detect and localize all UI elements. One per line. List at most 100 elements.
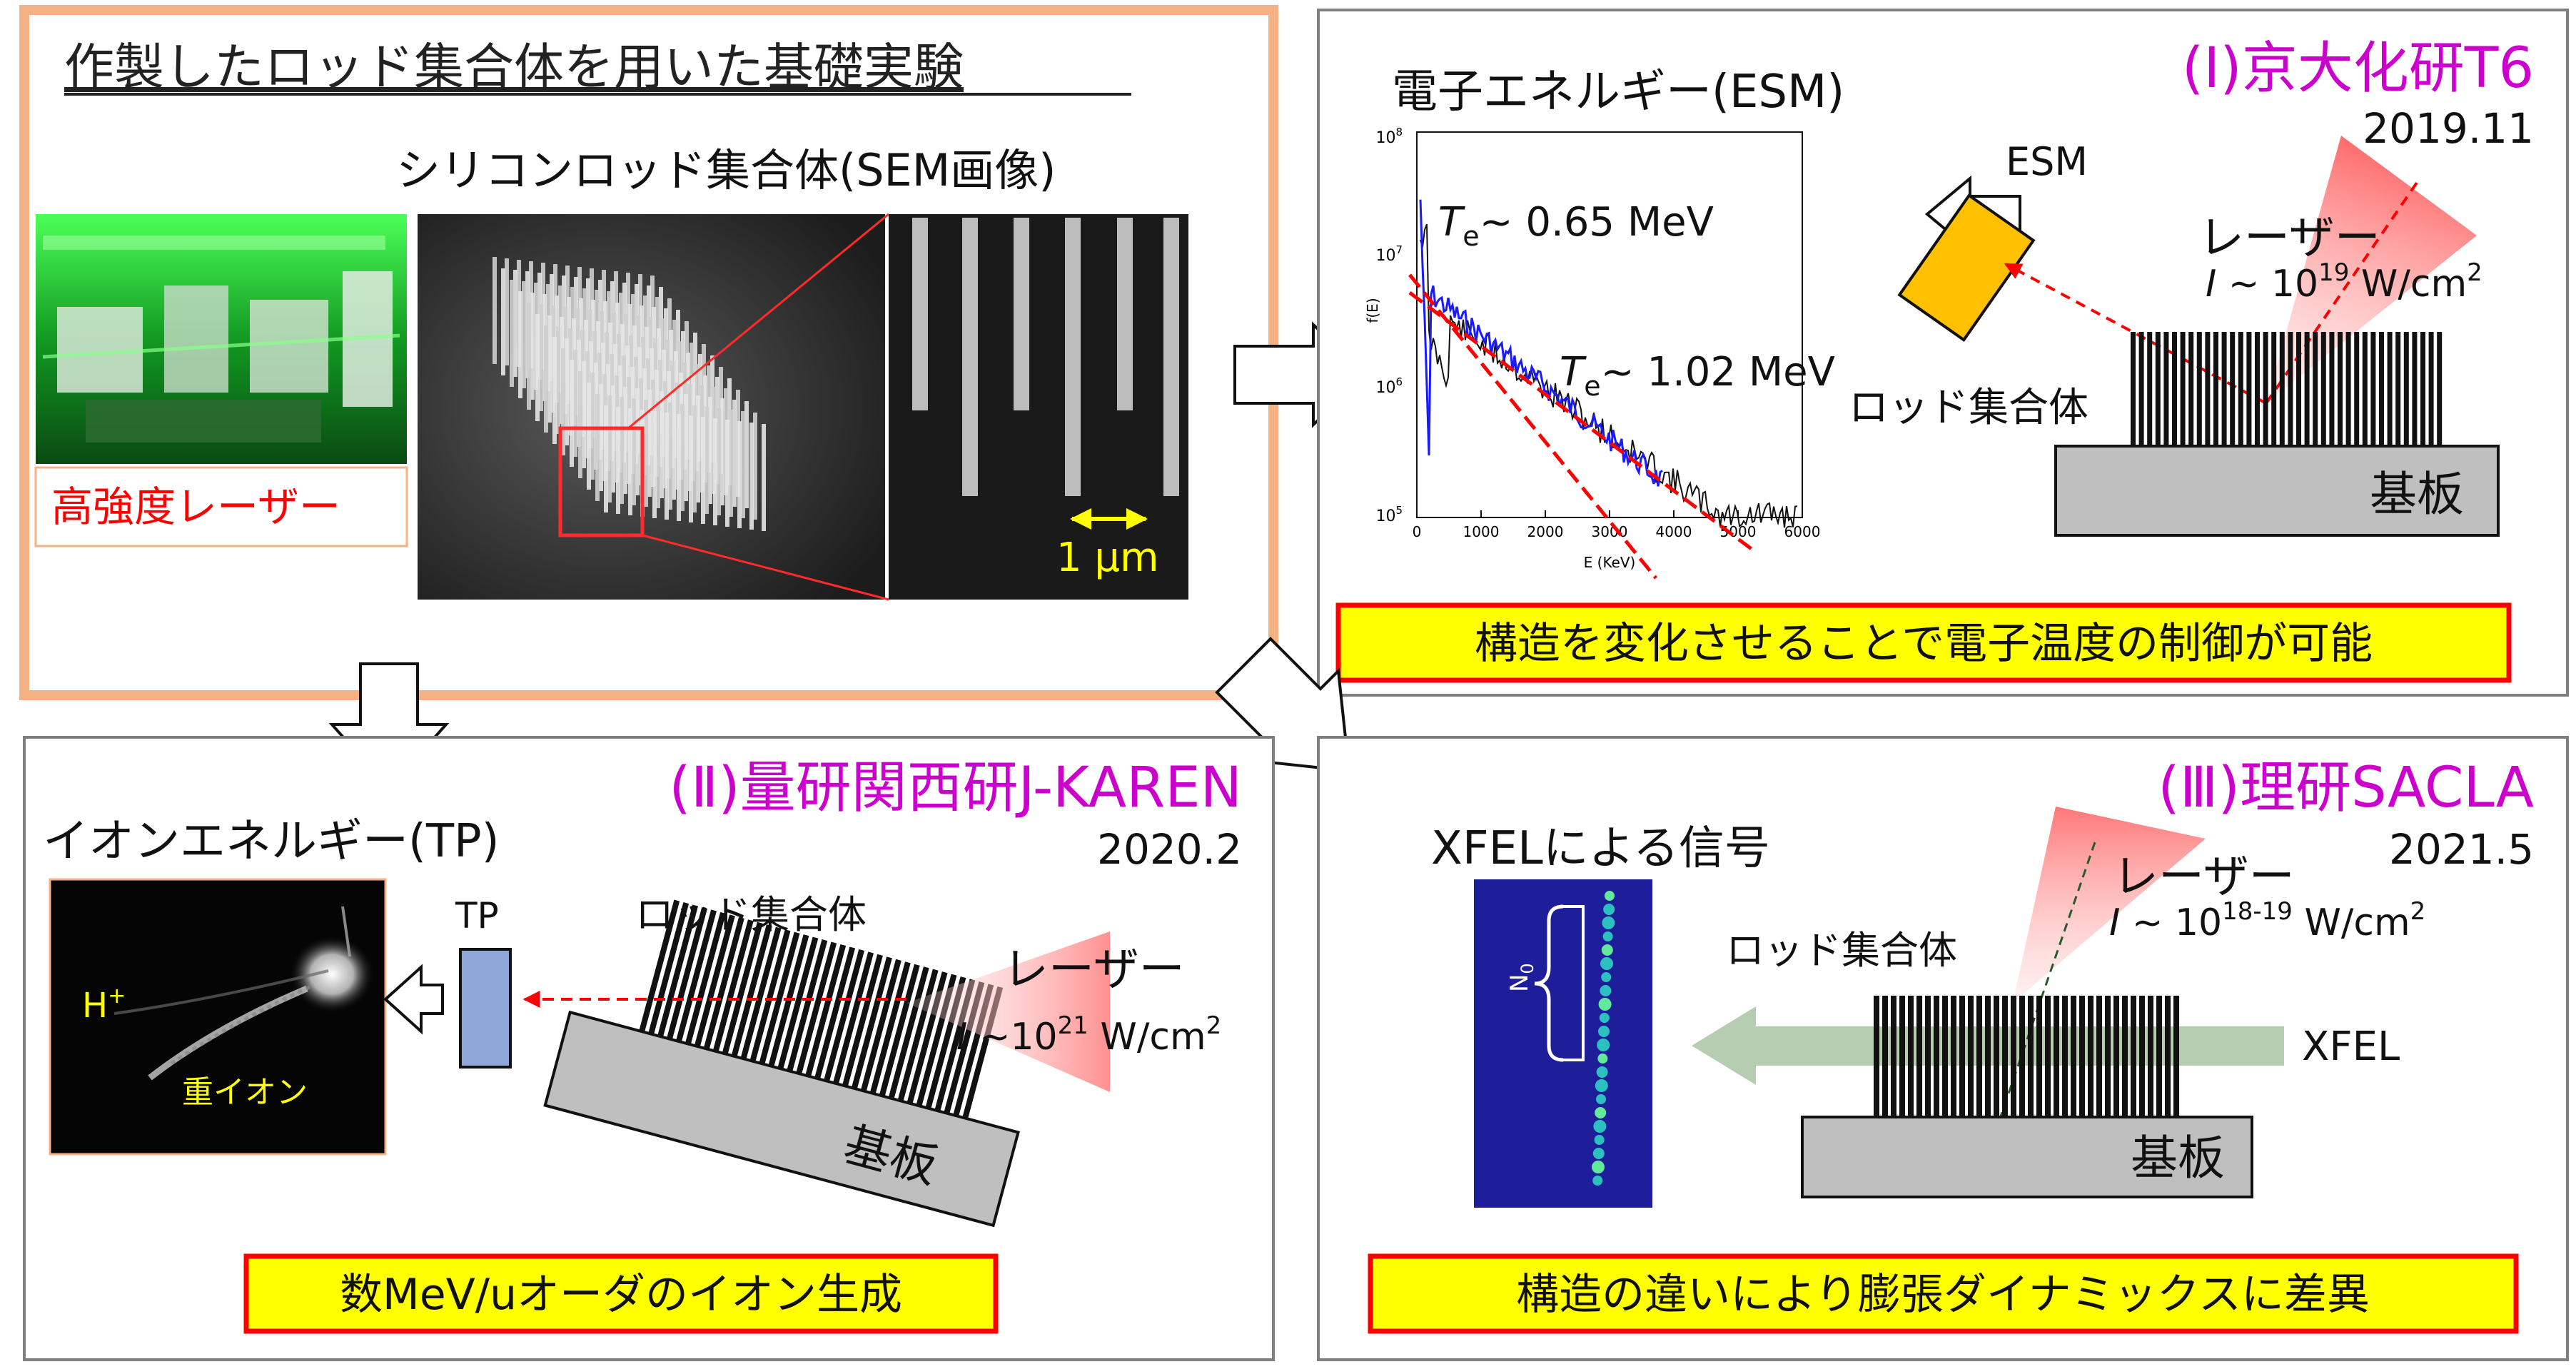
panel-top-right-date: 2019.11 <box>2363 104 2534 153</box>
rod <box>860 959 901 1092</box>
rod <box>2165 996 2171 1117</box>
rod <box>2173 996 2179 1117</box>
rod-label-1: ロッド集合体 <box>1849 385 2088 431</box>
esm-graph-title: 電子エネルギー(ESM) <box>1392 66 1844 118</box>
panel-top-right: (Ⅰ)京大化研T6 2019.11 電子エネルギー(ESM) 108 107 1… <box>1317 9 2569 697</box>
esm-curve-blue <box>1419 199 1663 487</box>
laser-label-1: レーザー <box>2198 212 2380 265</box>
te2-label: Te~ 1.02 MeV <box>1560 349 1835 402</box>
rod <box>787 939 828 1072</box>
sem-rod <box>749 423 754 530</box>
x-tick-label: 3000 <box>1592 523 1628 540</box>
rod <box>2088 996 2093 1117</box>
sem-rod <box>552 337 557 444</box>
xfel-spot <box>1592 1148 1605 1159</box>
sem-rod <box>518 291 522 398</box>
xfel-spot <box>1601 972 1612 982</box>
xfel-spot <box>1592 1176 1603 1186</box>
rod <box>2395 332 2401 446</box>
rod <box>2188 332 2194 446</box>
sem-rod <box>604 405 608 512</box>
sem-rod <box>632 398 636 505</box>
sem-rod <box>530 293 535 400</box>
rod <box>1899 996 1905 1117</box>
intensity-2: I ~1021 W/cm2 <box>956 1011 1221 1059</box>
rod <box>2362 332 2368 446</box>
arrow-left-tp <box>383 964 444 1035</box>
x-tick-label: 1000 <box>1463 523 1500 540</box>
rod <box>2196 332 2202 446</box>
rod <box>2271 332 2277 446</box>
rod <box>2071 996 2076 1117</box>
laser-label-3: レーザー <box>2113 851 2295 904</box>
rod <box>2279 332 2285 446</box>
sem-rod <box>539 304 543 411</box>
sem-rod <box>493 257 497 364</box>
esm-plot-frame <box>1416 131 1803 518</box>
rod-array-1 <box>2131 332 2443 446</box>
zoom-rod <box>912 218 928 410</box>
laser-beam-1 <box>2266 136 2477 403</box>
sem-rod <box>684 394 688 501</box>
rod <box>2172 332 2177 446</box>
xfel-spot <box>1597 1039 1610 1051</box>
laser-beam-2 <box>906 931 1110 1092</box>
rod <box>1908 996 1914 1117</box>
sem-rod <box>672 393 676 500</box>
rod <box>842 954 883 1087</box>
xfel-spot <box>1598 998 1612 1011</box>
zoom-rod <box>1014 218 1029 410</box>
rod <box>2387 332 2393 446</box>
heavy-ion-label: 重イオン <box>182 1074 308 1111</box>
sem-rod <box>522 281 526 388</box>
highlight-text-3: 構造の違いにより膨張ダイナミックスに差異 <box>1516 1270 2370 1320</box>
x-tick-label: 2000 <box>1527 523 1564 540</box>
rod <box>1925 996 1931 1117</box>
n0-label: N0 <box>1505 963 1537 992</box>
sem-rod <box>505 258 509 365</box>
sem-rod <box>565 338 569 445</box>
rod <box>805 944 847 1077</box>
rod <box>759 931 800 1065</box>
tp-detector <box>459 948 512 1069</box>
rod <box>2313 332 2318 446</box>
sem-rod <box>696 395 700 502</box>
rod <box>2345 332 2351 446</box>
xfel-spot <box>1601 944 1613 956</box>
sem-rod <box>660 391 664 498</box>
sem-rod <box>623 387 627 494</box>
rod <box>2296 332 2301 446</box>
n0-brace <box>1534 904 1564 1062</box>
rod <box>869 961 911 1094</box>
zoom-line-bottom <box>642 534 889 601</box>
rod <box>703 916 744 1050</box>
rod <box>2155 332 2161 446</box>
panel-bottom-left-title: (Ⅱ)量研関西研J-KAREN <box>669 756 1242 820</box>
hplus-label: H+ <box>82 984 126 1026</box>
rod <box>2230 332 2236 446</box>
rod-array-3 <box>1874 996 2179 1117</box>
rod <box>2213 332 2218 446</box>
panel-top-left: 作製したロッド集合体を用いた基礎実験 シリコンロッド集合体(SEM画像) 高強度… <box>19 5 1278 700</box>
xfel-spot <box>1600 957 1613 970</box>
sem-rod <box>595 394 600 501</box>
fit-line-1 <box>1408 273 1657 580</box>
sem-rod <box>527 303 531 410</box>
substrate-3 <box>1801 1116 2253 1198</box>
esm-xlabel: E (KeV) <box>1584 554 1636 571</box>
y-tick-6: 106 <box>1375 375 1403 397</box>
rod <box>2028 996 2034 1117</box>
xfel-spot <box>1599 1013 1610 1023</box>
laser-label-box <box>34 466 408 547</box>
rod <box>657 904 699 1038</box>
sem-rod <box>578 371 582 478</box>
sem-rod <box>725 420 729 527</box>
rod <box>2329 332 2335 446</box>
panel-top-right-title: (Ⅰ)京大化研T6 <box>2182 36 2534 101</box>
electron-path <box>2004 263 2267 405</box>
sem-rod <box>708 397 712 504</box>
sem-rod <box>556 327 560 434</box>
laser-lab-photo <box>36 214 407 464</box>
laser-label: 高強度レーザー <box>51 483 340 531</box>
